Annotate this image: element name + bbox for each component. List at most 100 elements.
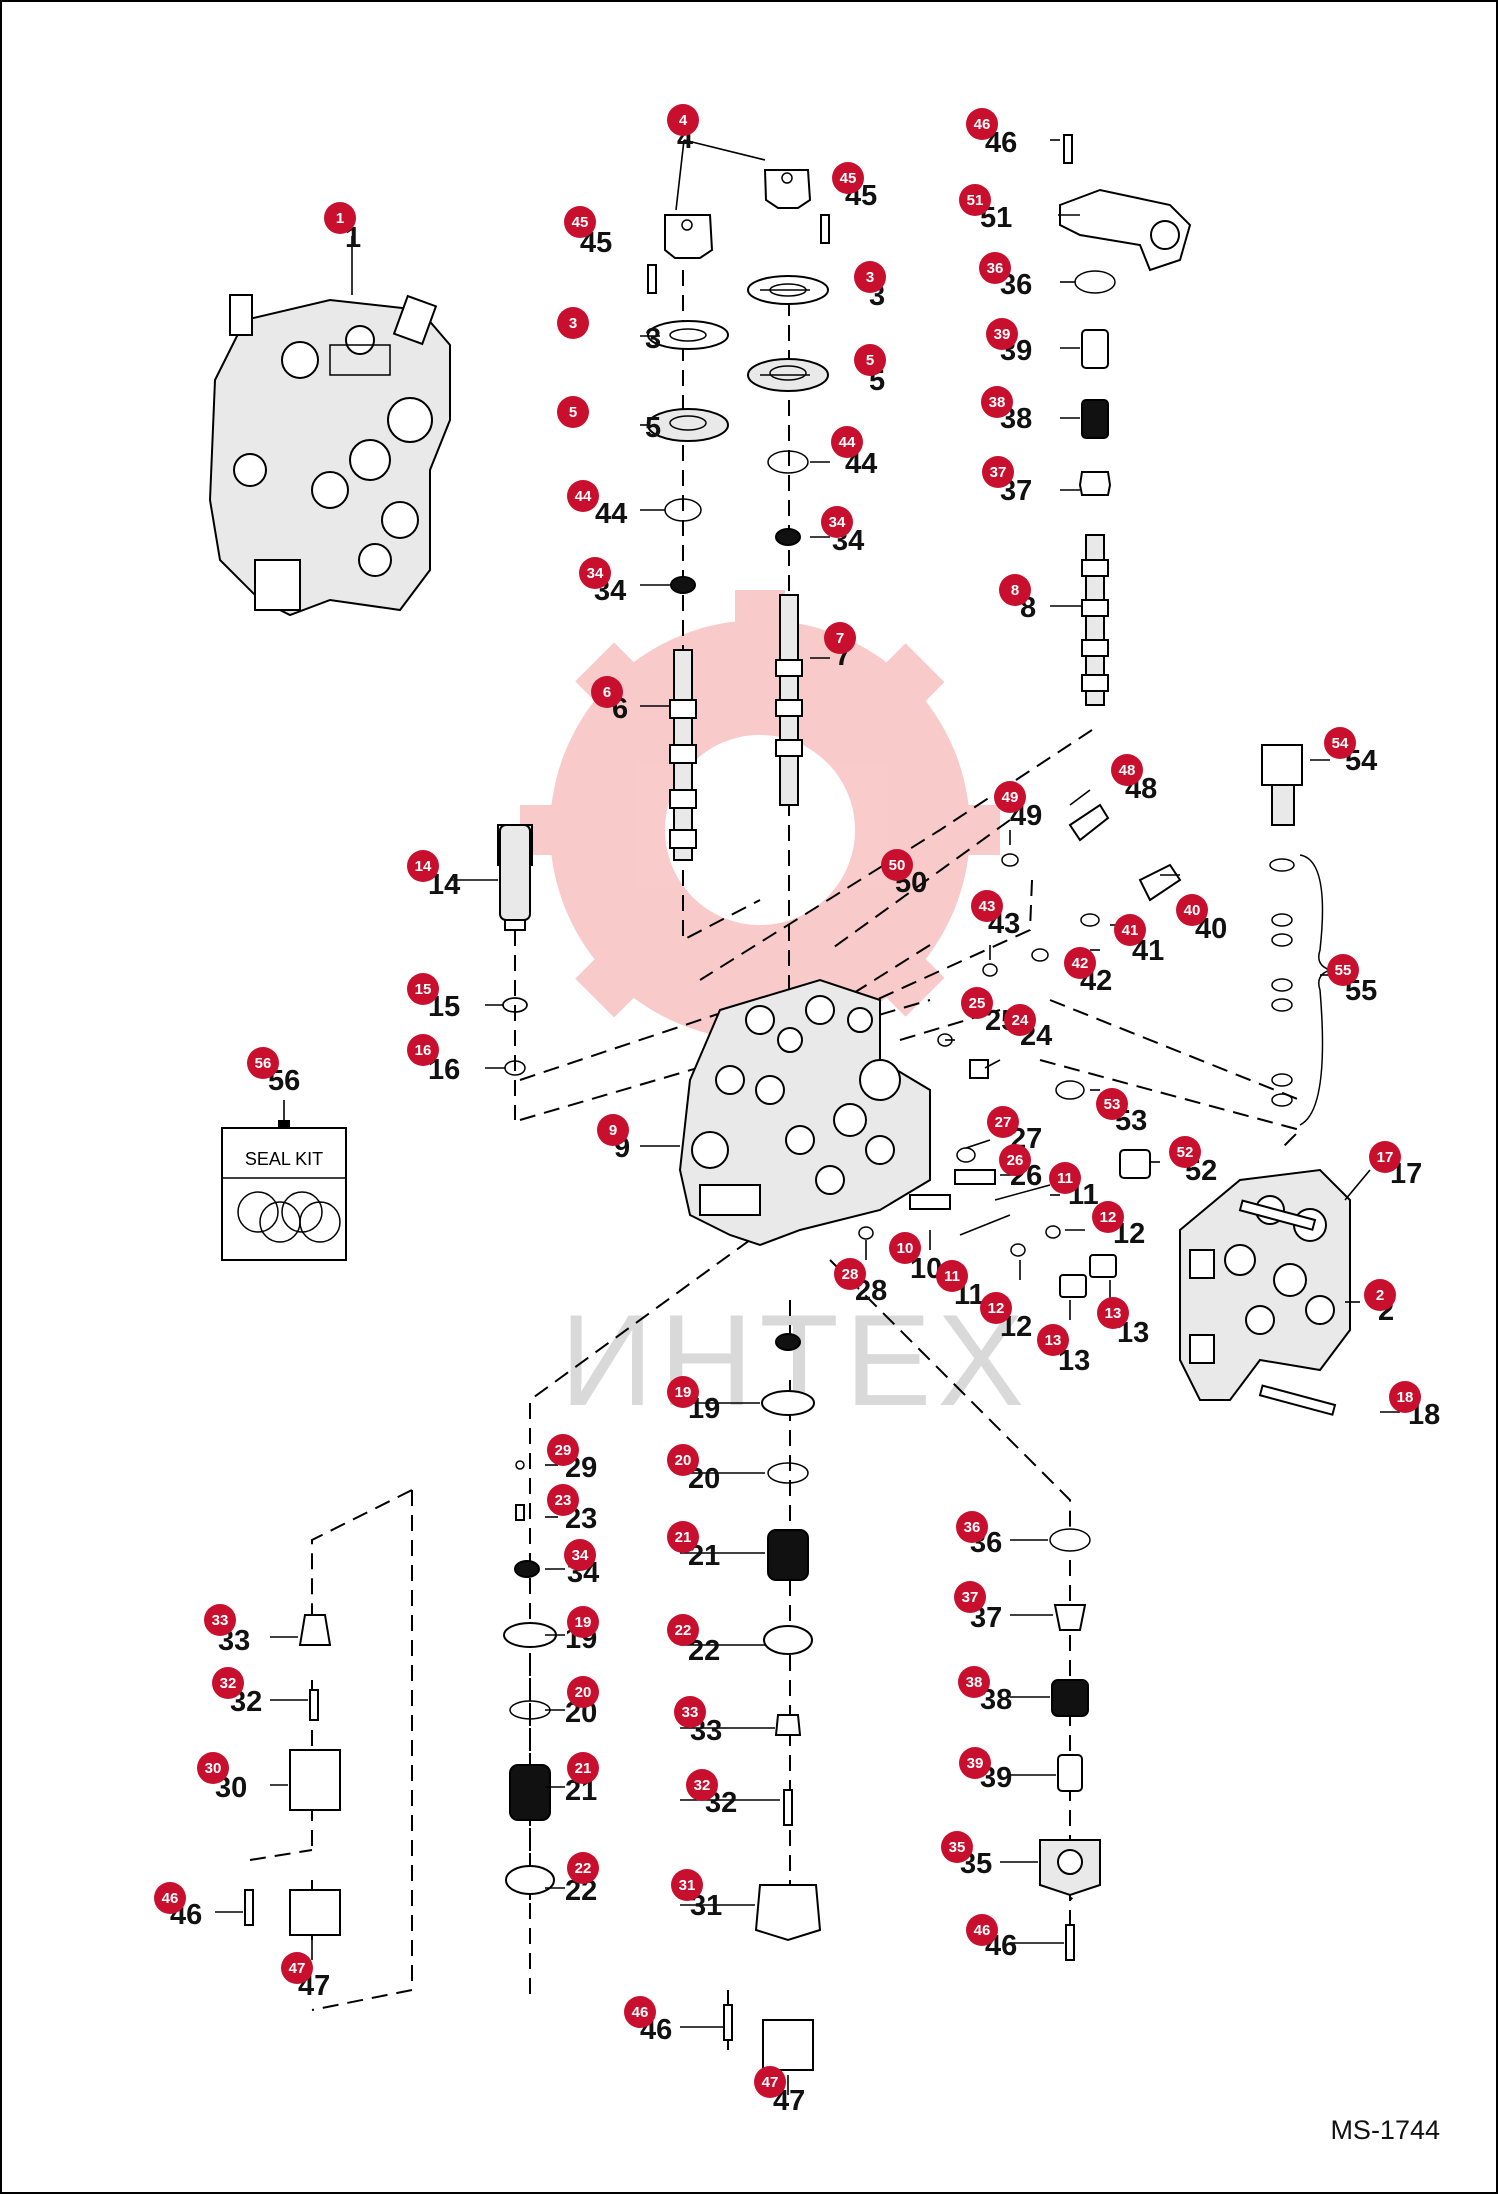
callout-badge-number: 36 — [987, 260, 1004, 277]
callout-badge-c44a: 44 — [567, 480, 599, 512]
callout-badge-number: 56 — [255, 1055, 272, 1072]
callout-badge-c33b: 33 — [674, 1696, 706, 1728]
callout-badge-c53: 53 — [1096, 1088, 1128, 1120]
callout-badge-number: 42 — [1072, 955, 1089, 972]
spool-6 — [669, 649, 697, 861]
callout-badge-c46a: 46 — [966, 108, 998, 140]
callout-badge-c5b: 5 — [854, 344, 886, 376]
callout-badge-number: 16 — [415, 1042, 432, 1059]
callout-badge-c34b: 34 — [821, 506, 853, 538]
callout-badge-number: 6 — [603, 684, 611, 701]
callout-badge-c52: 52 — [1169, 1136, 1201, 1168]
callout-badge-number: 46 — [974, 116, 991, 133]
callout-badge-number: 45 — [572, 214, 589, 231]
callout-badge-c30: 30 — [197, 1752, 229, 1784]
callout-badge-number: 14 — [415, 858, 432, 875]
callout-badge-c39a: 39 — [986, 318, 1018, 350]
callout-badge-c38b: 38 — [958, 1666, 990, 1698]
callout-badge-number: 19 — [575, 1614, 592, 1631]
control-valve-assembly — [208, 294, 451, 617]
callout-badge-number: 20 — [575, 1684, 592, 1701]
callout-badge-number: 41 — [1122, 922, 1139, 939]
callout-badge-number: 29 — [555, 1442, 572, 1459]
callout-badge-number: 11 — [944, 1268, 960, 1285]
callout-badge-number: 7 — [836, 630, 844, 647]
seal-kit-box: SEAL KIT — [221, 1120, 347, 1261]
callout-badge-c11b: 11 — [936, 1260, 968, 1292]
callout-badge-c47b: 47 — [754, 2066, 786, 2098]
callout-badge-c33a: 33 — [204, 1604, 236, 1636]
callout-badge-number: 31 — [679, 1877, 696, 1894]
callout-badge-number: 12 — [988, 1300, 1005, 1317]
callout-badge-number: 10 — [897, 1240, 914, 1257]
callout-badge-c10: 10 — [889, 1232, 921, 1264]
callout-badge-number: 30 — [205, 1760, 222, 1777]
callout-badge-number: 45 — [840, 170, 857, 187]
callout-badge-number: 37 — [990, 464, 1007, 481]
callout-badge-c3a: 3 — [557, 307, 589, 339]
callout-badge-number: 53 — [1104, 1096, 1121, 1113]
callout-badge-c34c: 34 — [564, 1539, 596, 1571]
callout-badge-c3b: 3 — [854, 261, 886, 293]
callout-badge-number: 32 — [694, 1777, 711, 1794]
callout-badge-number: 34 — [587, 565, 604, 582]
callout-badge-number: 49 — [1002, 789, 1019, 806]
callout-badge-number: 37 — [962, 1589, 979, 1606]
svg-text:44: 44 — [595, 498, 627, 530]
callout-badge-c41: 41 — [1114, 914, 1146, 946]
callout-badge-number: 3 — [866, 269, 874, 286]
callout-badge-number: 39 — [967, 1755, 984, 1772]
lower-stack-right — [1039, 1528, 1101, 1961]
callout-badge-c22a: 22 — [667, 1614, 699, 1646]
callout-badge-c23: 23 — [547, 1484, 579, 1516]
callout-badge-number: 34 — [829, 514, 846, 531]
callout-badge-number: 24 — [1012, 1012, 1029, 1029]
callout-badge-number: 36 — [964, 1519, 981, 1536]
callout-badge-c36b: 36 — [956, 1511, 988, 1543]
callout-badge-c4: 4 — [667, 104, 699, 136]
callout-badge-c27: 27 — [987, 1106, 1019, 1138]
callout-badge-c42: 42 — [1064, 947, 1096, 979]
callout-badge-c37b: 37 — [954, 1581, 986, 1613]
callout-badge-c49: 49 — [994, 781, 1026, 813]
callout-badge-c24: 24 — [1004, 1004, 1036, 1036]
callout-badge-c47a: 47 — [281, 1952, 313, 1984]
callout-badge-c21b: 21 — [567, 1752, 599, 1784]
callout-badge-number: 26 — [1007, 1152, 1024, 1169]
callout-badge-c5a: 5 — [557, 396, 589, 428]
callout-badge-c19b: 19 — [567, 1606, 599, 1638]
end-section-body — [1179, 1168, 1351, 1401]
callout-badge-number: 13 — [1045, 1332, 1062, 1349]
callout-badge-number: 52 — [1177, 1144, 1194, 1161]
callout-badge-number: 33 — [682, 1704, 699, 1721]
callout-badge-c40: 40 — [1176, 894, 1208, 926]
callout-badge-number: 44 — [839, 434, 856, 451]
callout-badge-c32b: 32 — [686, 1769, 718, 1801]
callout-badge-c36a: 36 — [979, 252, 1011, 284]
callout-badge-c15: 15 — [407, 973, 439, 1005]
svg-text:3: 3 — [645, 323, 661, 355]
callout-badge-number: 12 — [1100, 1209, 1117, 1226]
callout-badge-number: 21 — [675, 1529, 692, 1546]
callout-badge-c34a: 34 — [579, 557, 611, 589]
number-labels: 1 2 3 3 4 5 5 6 7 8 9 10 11 11 12 12 13 … — [170, 123, 1440, 2117]
callout-badge-number: 43 — [979, 898, 996, 915]
callout-badge-number: 23 — [555, 1492, 572, 1509]
callout-badge-c8: 8 — [999, 574, 1031, 606]
callout-badge-c39b: 39 — [959, 1747, 991, 1779]
callout-badge-number: 40 — [1184, 902, 1201, 919]
callout-badge-c55: 55 — [1327, 954, 1359, 986]
leader-lines — [215, 139, 1400, 2095]
callout-badge-number: 55 — [1335, 962, 1352, 979]
callout-badge-number: 46 — [162, 1890, 179, 1907]
callout-badge-c1: 1 — [324, 202, 356, 234]
callout-badge-c9: 9 — [597, 1114, 629, 1146]
callout-badge-c32a: 32 — [212, 1667, 244, 1699]
callout-badge-c25: 25 — [961, 987, 993, 1019]
callout-badge-c29: 29 — [547, 1434, 579, 1466]
callout-badge-number: 39 — [994, 326, 1011, 343]
callout-badge-number: 44 — [575, 488, 592, 505]
svg-text:5: 5 — [645, 412, 661, 444]
callout-badge-number: 8 — [1011, 582, 1019, 599]
